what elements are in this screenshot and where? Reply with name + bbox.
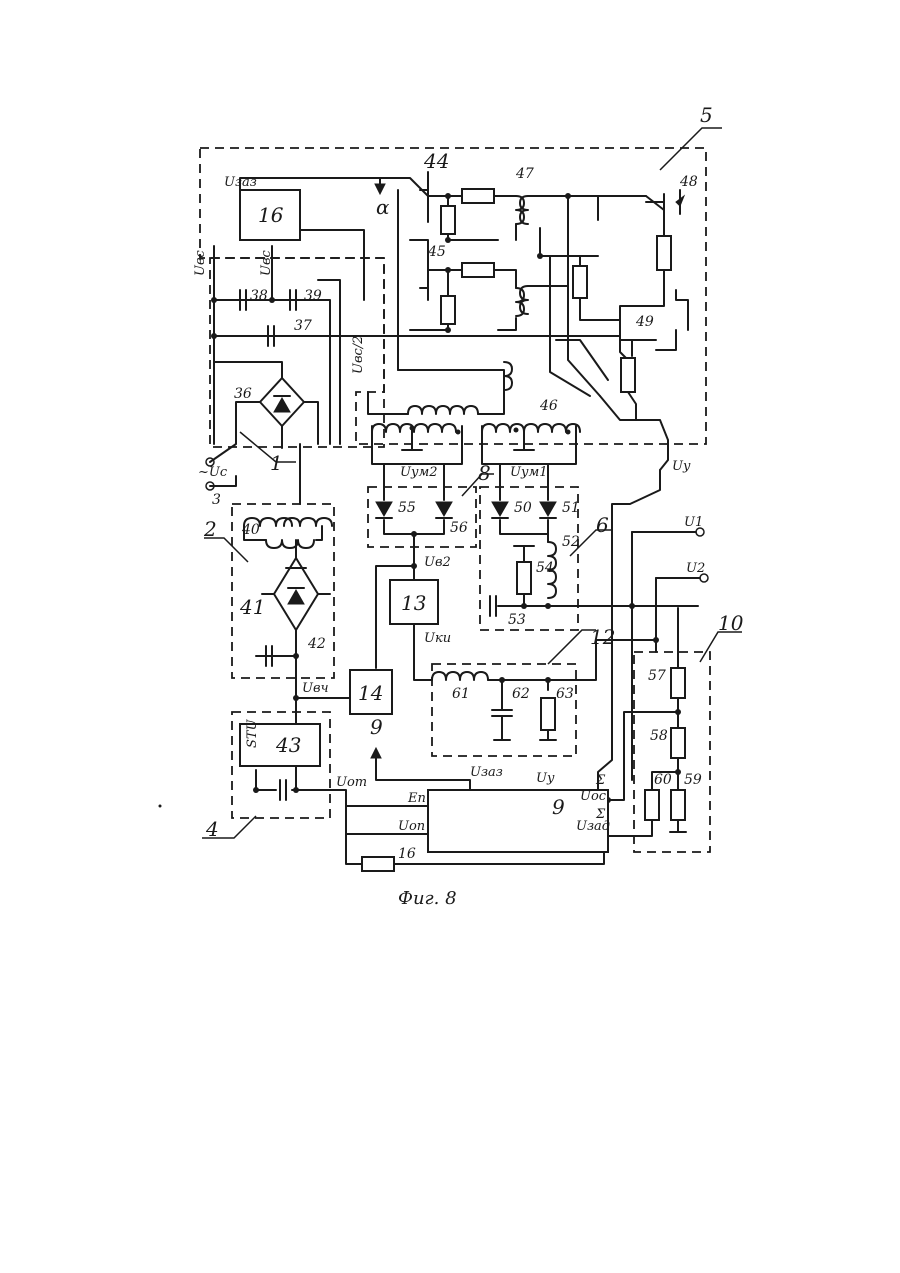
- label-46: 46: [539, 398, 558, 414]
- block-16-label: 16: [258, 203, 284, 227]
- signal-uc: ~Uc: [198, 465, 228, 480]
- signal-ubc2: Uвс/2: [351, 336, 366, 374]
- signal-uom: Uот: [336, 775, 367, 790]
- signal-alpha: α: [376, 195, 390, 219]
- leader-5: [660, 128, 722, 170]
- label-40: 40: [241, 522, 260, 538]
- figure-caption: Фиг. 8: [398, 888, 457, 909]
- signal-usaj-bus: Uзаз: [470, 765, 503, 780]
- signal-uop: Uоп: [398, 819, 425, 834]
- label-53: 53: [508, 612, 526, 628]
- label-49: 49: [635, 314, 654, 330]
- group-label-10: 10: [718, 611, 744, 635]
- label-50: 50: [514, 500, 532, 516]
- signal-uki: Uки: [424, 631, 451, 646]
- signal-arrow9: 9: [370, 715, 383, 739]
- label-44: 44: [423, 149, 449, 173]
- label-60: 60: [654, 772, 672, 788]
- signal-uum1: Uум1: [510, 465, 548, 480]
- label-36: 36: [234, 386, 252, 402]
- stray-mark: [159, 805, 162, 808]
- signal-uy-right: Uу: [672, 459, 691, 474]
- group-label-12: 12: [590, 625, 615, 649]
- group-label-6: 6: [596, 513, 609, 537]
- signal-uoc: Uос: [580, 789, 607, 804]
- leader-12: [548, 630, 596, 664]
- label-51: 51: [562, 500, 580, 516]
- group-label-2: 2: [203, 517, 217, 541]
- signal-sigma2: Σ: [595, 807, 606, 822]
- signal-ubc-v: Uвс: [259, 249, 274, 276]
- label-37: 37: [294, 318, 312, 334]
- label-63: 63: [556, 686, 574, 702]
- block-9-label: 9: [552, 795, 565, 819]
- signal-uy-bus: Uу: [536, 771, 555, 786]
- block-13-label: 13: [401, 591, 426, 615]
- label-55: 55: [398, 500, 416, 516]
- signal-uum2: Uум2: [400, 465, 438, 480]
- group-label-8: 8: [478, 461, 491, 485]
- label-59: 59: [684, 772, 702, 788]
- label-38: 38: [250, 288, 268, 304]
- group-label-4: 4: [205, 817, 219, 841]
- signal-u2: U2: [686, 561, 705, 576]
- signal-u1: U1: [684, 515, 703, 530]
- signal-usaj-top: Uзаз: [224, 175, 257, 190]
- leader-10: [700, 632, 742, 662]
- label-47: 47: [515, 166, 534, 182]
- label-62: 62: [512, 686, 530, 702]
- signal-uvch: Uвч: [302, 681, 329, 696]
- signal-sigma1: Σ: [595, 773, 606, 788]
- signal-ubc-left: Uвс: [193, 249, 208, 276]
- group-label-1: 1: [270, 451, 283, 475]
- block-14-label: 14: [358, 681, 383, 705]
- label-54: 54: [536, 560, 554, 576]
- label-48: 48: [679, 174, 698, 190]
- label-41: 41: [239, 595, 265, 619]
- label-42: 42: [307, 636, 326, 652]
- label-r16: 16: [398, 846, 416, 862]
- signal-uv2: Uв2: [424, 555, 451, 570]
- block-43-label: 43: [275, 733, 301, 757]
- label-39: 39: [304, 288, 322, 304]
- label-56: 56: [450, 520, 468, 536]
- leader-2: [204, 538, 248, 562]
- label-61: 61: [452, 686, 470, 702]
- group-label-5: 5: [700, 103, 713, 127]
- label-58: 58: [650, 728, 668, 744]
- label-45: 45: [427, 244, 446, 260]
- signal-en: Eп: [407, 791, 426, 806]
- label-52: 52: [562, 534, 580, 550]
- stu-label: STU: [245, 718, 260, 748]
- label-57: 57: [648, 668, 666, 684]
- group-label-3: 3: [212, 492, 221, 508]
